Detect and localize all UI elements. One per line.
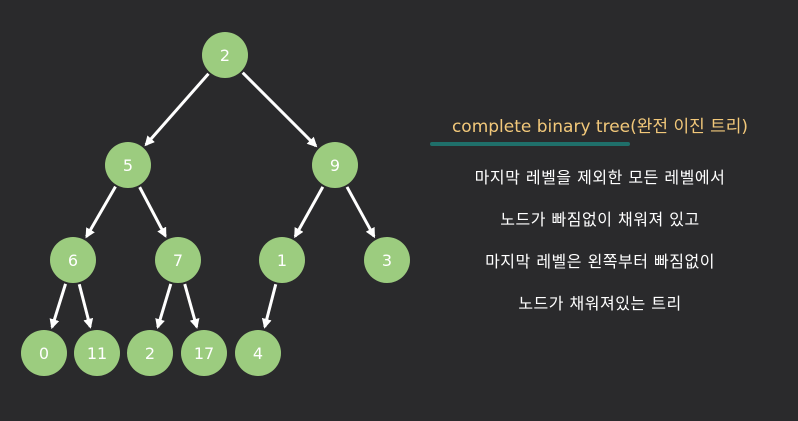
tree-node: 0 bbox=[21, 330, 67, 376]
tree-node: 9 bbox=[312, 142, 358, 188]
definition-line-2: 노드가 빠짐없이 채워져 있고 bbox=[500, 210, 700, 229]
tree-node-circle bbox=[259, 237, 305, 283]
title-english: complete binary tree bbox=[451, 117, 631, 137]
tree-edge-6-to-11 bbox=[77, 283, 94, 329]
tree-edges bbox=[49, 71, 376, 330]
tree-node-circle bbox=[21, 330, 67, 376]
tree-node-label: 6 bbox=[68, 251, 78, 270]
definition-panel: complete binary tree(완전 이진 트리) 마지막 레벨을 제… bbox=[420, 112, 780, 314]
tree-nodes: 2 5 9 6 7 1 3 0 11 2 17 4 bbox=[21, 32, 410, 376]
tree-edge-6-to-0 bbox=[49, 283, 67, 330]
tree-node-circle bbox=[74, 330, 120, 376]
tree-node-label: 2 bbox=[220, 46, 230, 65]
tree-node-circle bbox=[50, 237, 96, 283]
tree-node: 7 bbox=[155, 237, 201, 283]
tree-node: 5 bbox=[105, 142, 151, 188]
tree-edge-9-to-1 bbox=[293, 186, 325, 239]
tree-node-label: 11 bbox=[87, 344, 107, 363]
tree-edge-7-to-17 bbox=[183, 283, 200, 329]
tree-node-circle bbox=[181, 330, 227, 376]
tree-node-label: 17 bbox=[194, 344, 214, 363]
title-korean: (완전 이진 트리) bbox=[630, 117, 749, 137]
tree-edge-7-to-2 bbox=[155, 283, 173, 330]
tree-node-label: 7 bbox=[173, 251, 183, 270]
tree-node-label: 9 bbox=[330, 156, 340, 175]
tree-edge-5-to-6 bbox=[85, 185, 117, 239]
tree-edge-1-to-4 bbox=[261, 283, 278, 329]
tree-node: 2 bbox=[202, 32, 248, 78]
definition-line-3: 마지막 레벨은 왼쪽부터 빠짐없이 bbox=[485, 252, 715, 271]
tree-node-label: 3 bbox=[382, 251, 392, 270]
tree-node: 2 bbox=[127, 330, 173, 376]
tree-node-label: 4 bbox=[253, 344, 263, 363]
tree-node-circle bbox=[127, 330, 173, 376]
tree-node-circle bbox=[312, 142, 358, 188]
title-underline bbox=[430, 142, 630, 146]
tree-node-label: 2 bbox=[145, 344, 155, 363]
tree-node: 3 bbox=[364, 237, 410, 283]
definition-line-1: 마지막 레벨을 제외한 모든 레벨에서 bbox=[474, 168, 726, 187]
tree-node-circle bbox=[155, 237, 201, 283]
tree-node: 4 bbox=[235, 330, 281, 376]
tree-node-circle bbox=[364, 237, 410, 283]
tree-node: 11 bbox=[74, 330, 120, 376]
tree-node: 17 bbox=[181, 330, 227, 376]
tree-node-circle bbox=[202, 32, 248, 78]
tree-node-circle bbox=[235, 330, 281, 376]
tree-edge-9-to-3 bbox=[345, 186, 376, 239]
tree-node: 6 bbox=[50, 237, 96, 283]
tree-node-label: 5 bbox=[123, 156, 133, 175]
definition-line-4: 노드가 채워져있는 트리 bbox=[518, 294, 682, 313]
tree-node-label: 0 bbox=[39, 344, 49, 363]
tree-edge-5-to-7 bbox=[138, 186, 167, 238]
tree-edge-2-to-5 bbox=[144, 72, 210, 147]
tree-node-circle bbox=[105, 142, 151, 188]
definition-title: complete binary tree(완전 이진 트리) bbox=[420, 112, 780, 142]
tree-node: 1 bbox=[259, 237, 305, 283]
tree-node-label: 1 bbox=[277, 251, 287, 270]
tree-edge-2-to-9 bbox=[241, 71, 318, 148]
